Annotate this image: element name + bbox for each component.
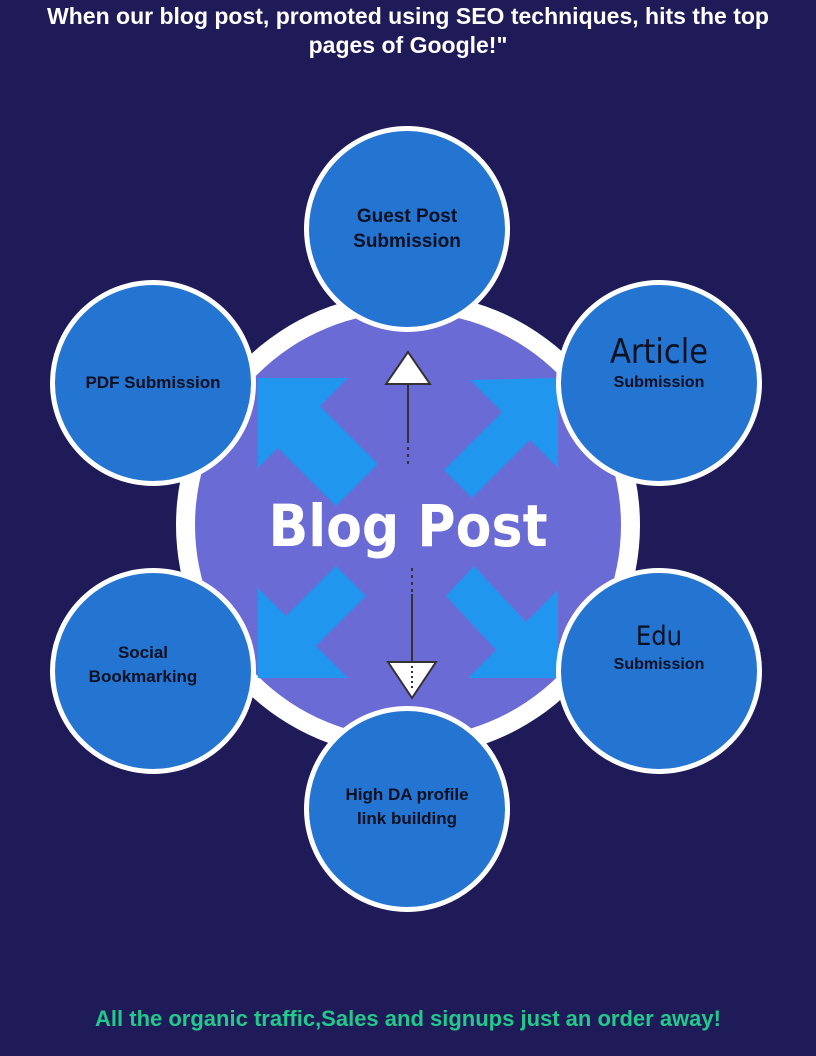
arrow-down-icon <box>386 568 438 700</box>
node-high-da-label: High DA profile link building <box>345 785 469 828</box>
arrow-up-icon <box>384 350 432 464</box>
arrow-bottom-left-icon <box>258 566 366 678</box>
node-social-label: Social Bookmarking <box>88 643 198 686</box>
node-social: Social Bookmarking <box>50 568 256 774</box>
arrow-bottom-right-icon <box>446 566 558 678</box>
node-guest-post: Guest Post Submission <box>304 126 510 332</box>
node-high-da: High DA profile link building <box>304 706 510 912</box>
headline: When our blog post, promoted using SEO t… <box>47 3 769 58</box>
arrow-top-left-icon <box>258 378 378 506</box>
center-label: Blog Post <box>268 492 548 560</box>
node-pdf-label: PDF Submission <box>85 373 221 392</box>
arrow-top-right-icon <box>444 378 558 498</box>
footer-tagline: All the organic traffic,Sales and signup… <box>95 1006 721 1031</box>
node-article: Article Submission <box>556 280 762 486</box>
node-edu-sub: Submission <box>613 656 705 673</box>
node-article-title: Article <box>609 332 709 372</box>
node-pdf: PDF Submission <box>50 280 256 486</box>
node-edu-title: Edu <box>635 621 683 652</box>
node-article-sub: Submission <box>613 374 705 391</box>
node-guest-post-label: Guest Post Submission <box>353 206 461 252</box>
node-edu: Edu Submission <box>556 568 762 774</box>
